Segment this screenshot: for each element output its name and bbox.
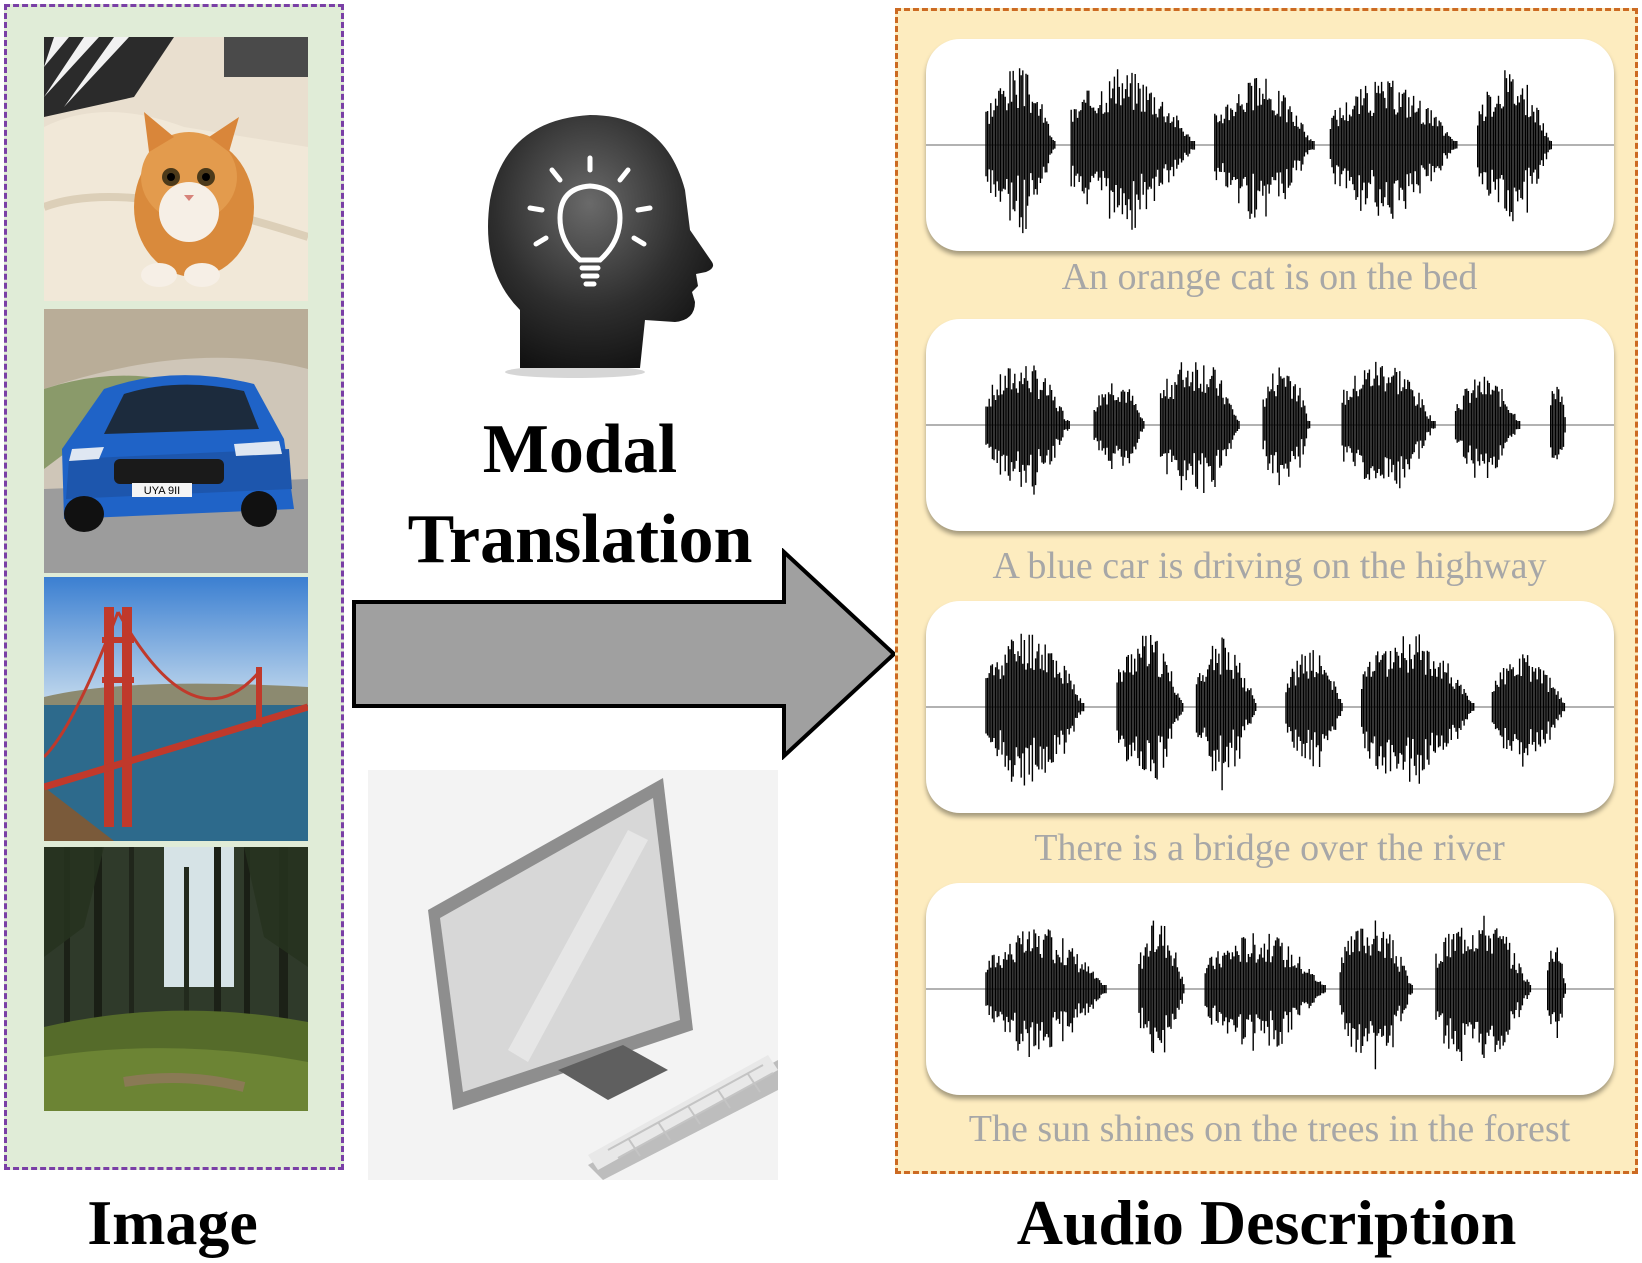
waveform-3 (926, 633, 1614, 791)
audio-panel: An orange cat is on the bed A blue car i… (895, 8, 1638, 1174)
waveform-4 (926, 915, 1614, 1070)
cat-photo (44, 37, 308, 301)
audio-caption: The sun shines on the trees in the fores… (968, 1108, 1571, 1150)
waveform-card (926, 601, 1614, 813)
audio-caption: A blue car is driving on the highway (992, 545, 1547, 587)
waveform-card (926, 39, 1614, 251)
waveform-1 (926, 68, 1614, 234)
waveform-2 (926, 361, 1614, 495)
image-panel: UYA 9II (4, 4, 344, 1170)
waveform-trace (985, 361, 1566, 495)
car-photo: UYA 9II (44, 309, 308, 573)
license-plate: UYA 9II (144, 485, 180, 497)
computer-monitor-icon (368, 770, 778, 1180)
bridge-photo (44, 577, 308, 841)
waveform-card (926, 883, 1614, 1095)
forest-photo (44, 847, 308, 1111)
head-with-lightbulb-icon (480, 110, 730, 380)
waveform-trace (985, 68, 1552, 234)
waveform-card (926, 319, 1614, 531)
image-label: Image (87, 1187, 258, 1258)
audio-caption: There is a bridge over the river (1034, 827, 1505, 869)
modal-title-line2: Translation (407, 501, 753, 578)
audio-description-label: Audio Description (1016, 1187, 1517, 1258)
modal-title-line1: Modal (482, 411, 678, 488)
translation-arrow (352, 547, 898, 761)
waveform-trace (985, 915, 1566, 1070)
audio-caption: An orange cat is on the bed (1061, 256, 1478, 298)
waveform-trace (985, 633, 1566, 791)
